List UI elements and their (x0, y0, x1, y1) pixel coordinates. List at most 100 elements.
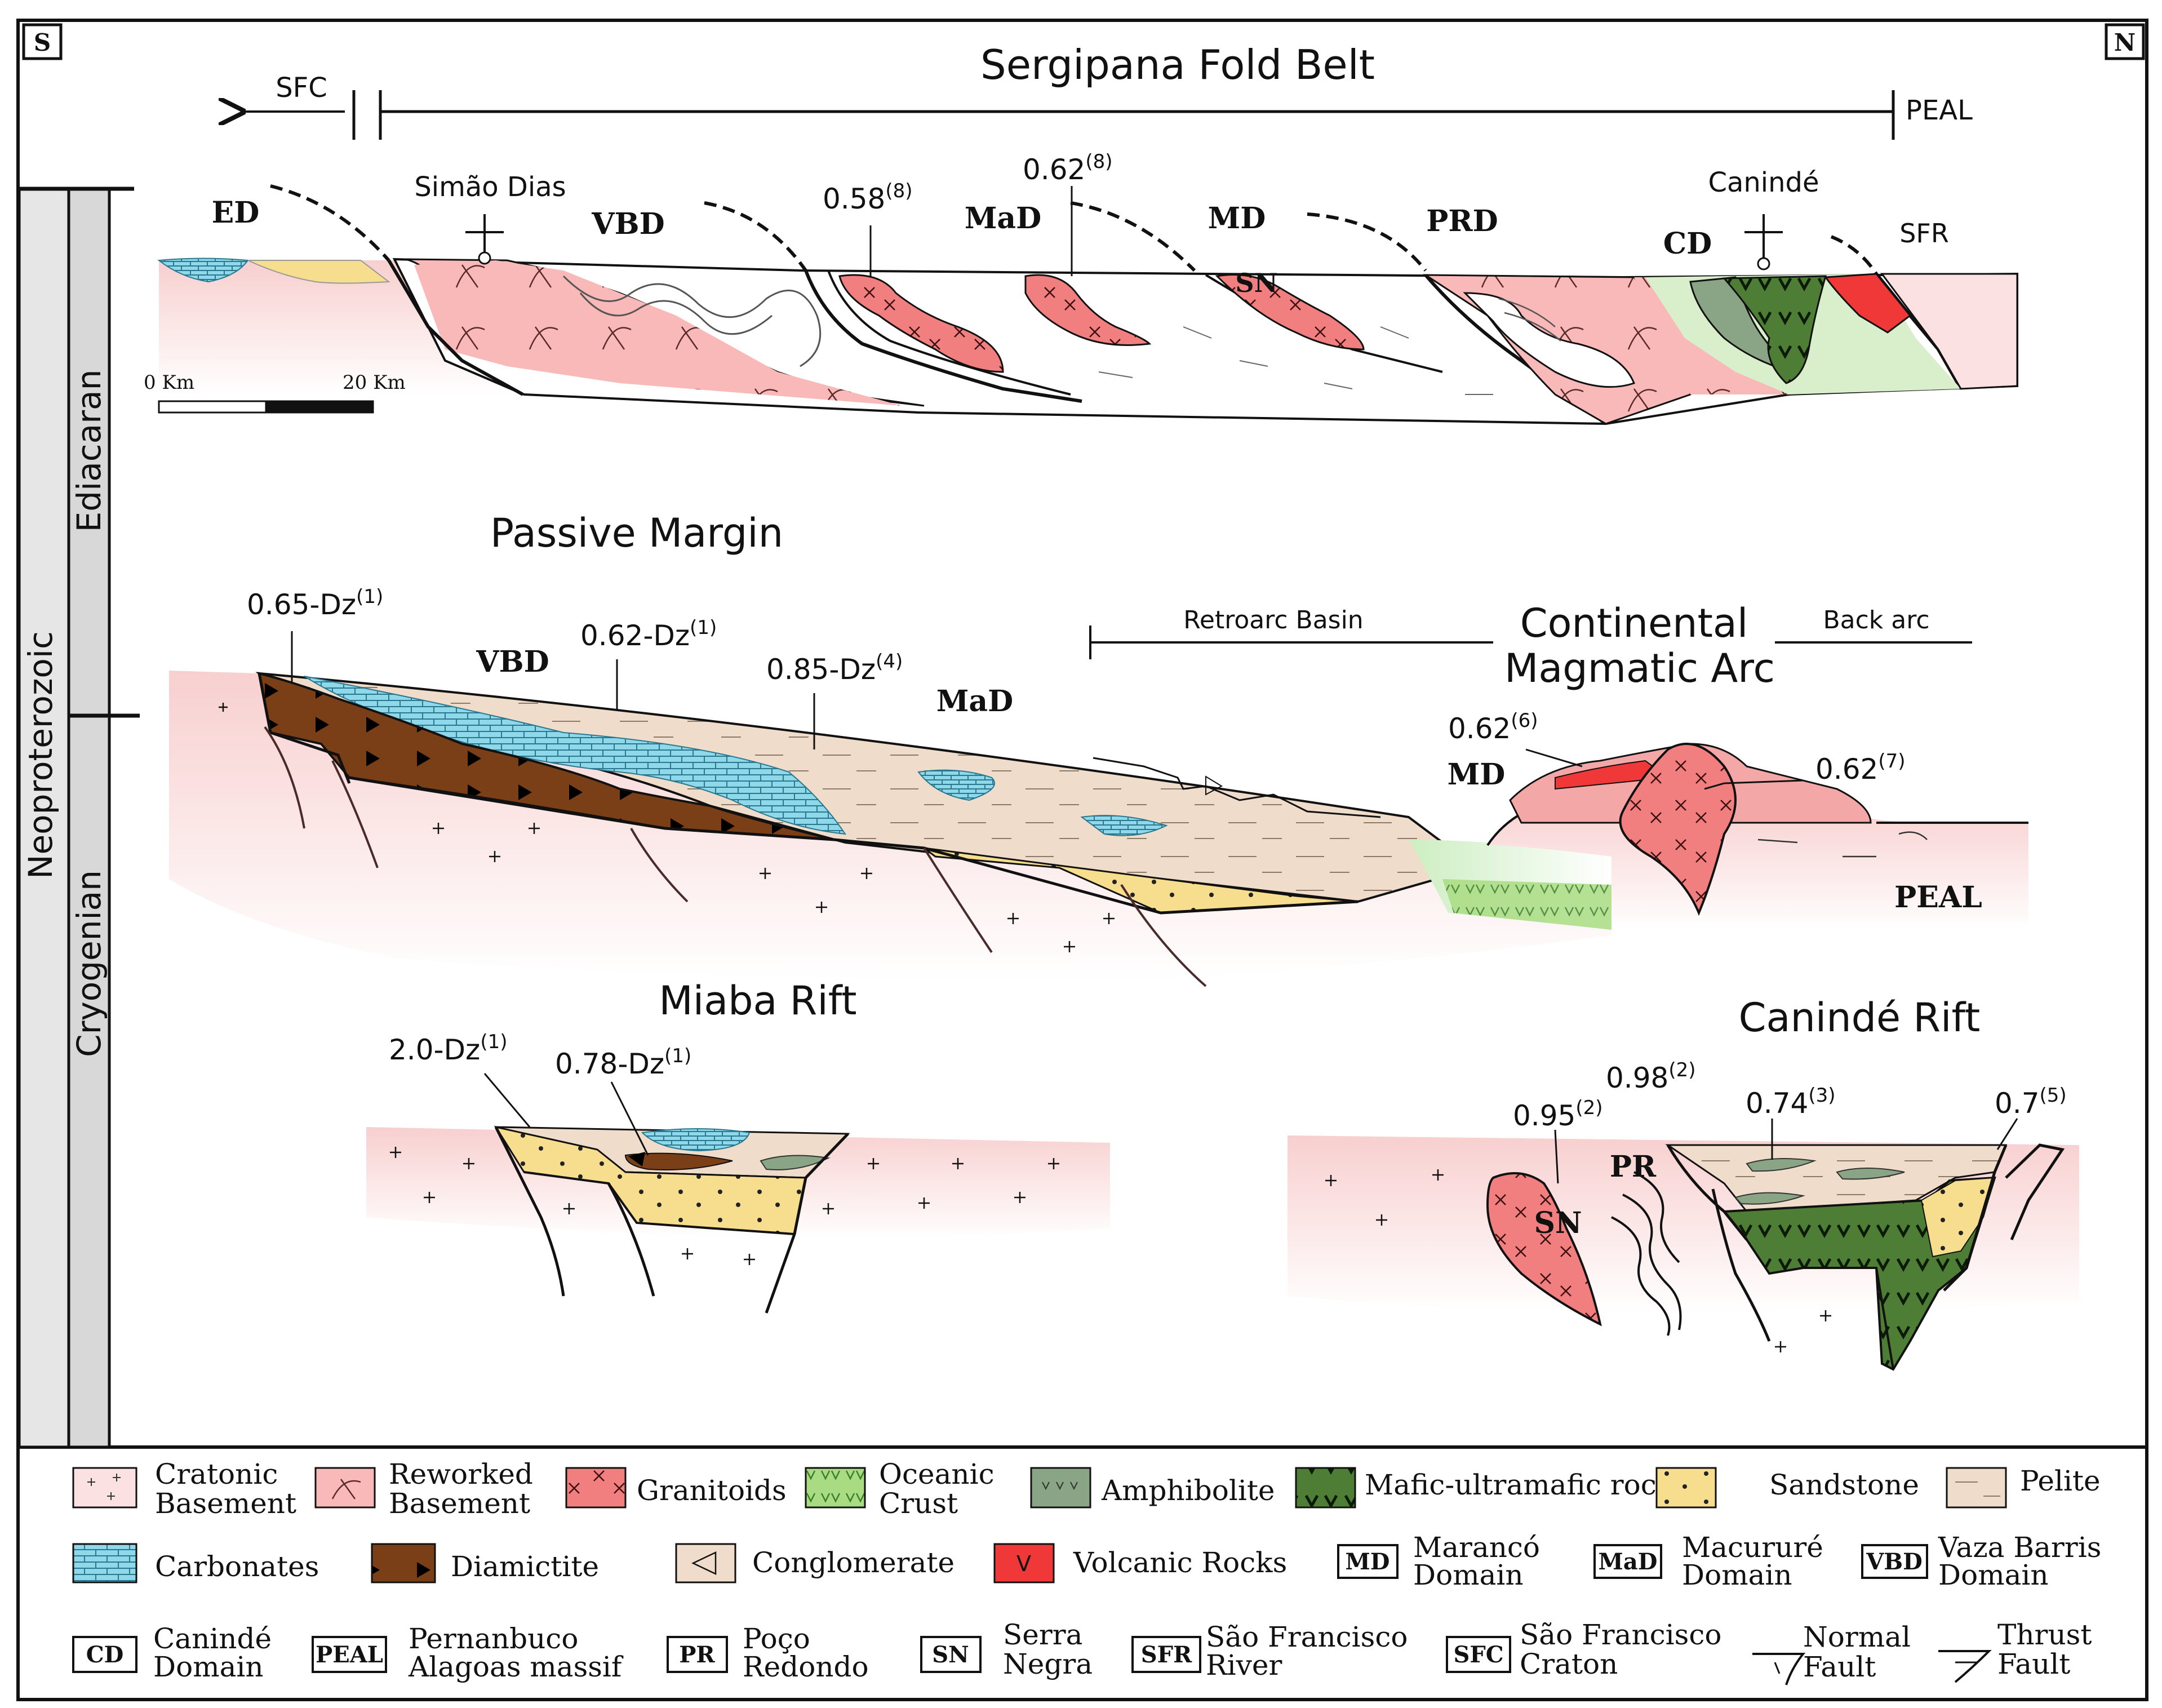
svg-text:Normal: Normal (1803, 1621, 1911, 1653)
scale-bar: 0 Km 20 Km (144, 371, 406, 414)
svg-text:Conglomerate: Conglomerate (752, 1546, 955, 1579)
md-label-top: MD (1208, 201, 1266, 236)
arc-title-1: Continental (1520, 600, 1748, 646)
legend-sfc: SFC São Francisco Craton (1446, 1618, 1721, 1680)
magmatic-arc-section: Retroarc Basin Continental Magmatic Arc … (1089, 600, 2028, 930)
svg-text:PEAL: PEAL (316, 1642, 383, 1668)
caninde-rift-title: Canindé Rift (1739, 995, 1981, 1041)
svg-text:Pernanbuco: Pernanbuco (409, 1622, 578, 1655)
fold-belt-title: Sergipana Fold Belt (980, 41, 1375, 88)
vbd-label-pm: VBD (476, 645, 549, 679)
legend-vbd: VBD Vaza Barris Domain (1861, 1531, 2101, 1591)
legend-carbonates: Carbonates (72, 1543, 319, 1583)
svg-text:São Francisco: São Francisco (1520, 1618, 1721, 1651)
timescale: Neoproterozoic Ediacaran Cryogenian (17, 187, 140, 1449)
svg-text:Diamictite: Diamictite (451, 1550, 599, 1583)
svg-text:20 Km: 20 Km (343, 371, 406, 394)
legend-thrust-fault: Thrust Fault (1938, 1618, 2092, 1683)
svg-text:Thrust: Thrust (1997, 1618, 2092, 1651)
svg-text:SFR: SFR (1141, 1642, 1192, 1668)
svg-text:N: N (2114, 29, 2136, 56)
legend-amphibolite: Amphibolite (1030, 1467, 1275, 1509)
miaba-title: Miaba Rift (659, 978, 856, 1024)
svg-text:CD: CD (86, 1642, 124, 1668)
md-label-arc: MD (1448, 757, 1506, 792)
mad-label-pm: MaD (936, 684, 1013, 718)
pr-label-rift: PR (1610, 1150, 1657, 1184)
svg-text:Canindé: Canindé (153, 1622, 272, 1655)
period-ediacaran: Ediacaran (70, 370, 108, 533)
ed-label: ED (212, 196, 260, 230)
legend-pelite: Pelite (1946, 1465, 2101, 1509)
svg-text:São Francisco: São Francisco (1206, 1621, 1408, 1653)
caninde-marker (1744, 214, 1783, 270)
age-062-arc-right: 0.62(7) (1815, 750, 1906, 786)
age-07: 0.7(5) (1995, 1084, 2067, 1120)
caninde-label: Canindé (1708, 167, 1819, 198)
age-062-dz: 0.62-Dz(1) (580, 616, 717, 652)
svg-text:MaD: MaD (1599, 1549, 1658, 1575)
svg-text:Sandstone: Sandstone (1769, 1469, 1919, 1501)
svg-text:Reworked: Reworked (389, 1458, 533, 1490)
svg-text:Redondo: Redondo (743, 1651, 869, 1683)
svg-text:Pelite: Pelite (2020, 1465, 2101, 1497)
legend: Cratonic Basement Reworked Basement Gran… (72, 1458, 2101, 1685)
svg-text:MD: MD (1346, 1549, 1390, 1575)
svg-text:Domain: Domain (1938, 1559, 2049, 1591)
svg-text:River: River (1206, 1649, 1282, 1682)
legend-granitoids: Granitoids (565, 1467, 787, 1509)
legend-conglomerate: Conglomerate (675, 1543, 955, 1583)
legend-sandstone: Sandstone (1655, 1467, 1919, 1509)
arc-title-2: Magmatic Arc (1504, 645, 1775, 691)
legend-sfr: SFR São Francisco River (1131, 1621, 1408, 1682)
age-078-dz: 0.78-Dz(1) (555, 1045, 691, 1080)
legend-sn: SN Serra Negra (920, 1618, 1093, 1680)
legend-diamictite: Diamictite (371, 1543, 599, 1583)
svg-text:Amphibolite: Amphibolite (1101, 1474, 1275, 1507)
fold-belt-section: Sergipana Fold Belt SFC PEAL (144, 41, 2018, 425)
svg-text:Granitoids: Granitoids (637, 1474, 787, 1507)
vbd-label-top: VBD (591, 207, 664, 241)
svg-text:Serra: Serra (1003, 1618, 1082, 1651)
age-062-arc-left: 0.62(6) (1448, 709, 1538, 745)
peal-label-arc: PEAL (1894, 880, 1982, 915)
cd-label-top: CD (1663, 227, 1712, 261)
svg-text:0 Km: 0 Km (144, 371, 194, 394)
peal-label-top: PEAL (1906, 95, 1973, 126)
legend-mad: MaD Macururé Domain (1593, 1531, 1823, 1591)
miaba-rift-section: Miaba Rift 2.0-Dz(1) 0.78-Dz(1) (366, 978, 1110, 1314)
age-065-dz: 0.65-Dz(1) (247, 585, 383, 621)
legend-volcanic: V Volcanic Rocks (993, 1543, 1287, 1583)
svg-text:Mafic-ultramafic rocks: Mafic-ultramafic rocks (1365, 1469, 1688, 1501)
basement-crosses-pm (219, 703, 1115, 952)
sn-label-rift: SN (1534, 1206, 1582, 1240)
legend-pr: PR Poço Redondo (667, 1622, 869, 1683)
sfr-label-top: SFR (1899, 218, 1949, 249)
svg-text:Cratonic: Cratonic (155, 1458, 278, 1490)
legend-peal: PEAL Pernanbuco Alagoas massif (312, 1622, 624, 1683)
legend-normal-fault: Normal Fault (1752, 1621, 1911, 1685)
prd-label: PRD (1426, 204, 1498, 238)
svg-text:Oceanic: Oceanic (879, 1458, 995, 1490)
svg-text:SFC: SFC (1453, 1642, 1503, 1668)
basement-crosses-caninde (1325, 1169, 1831, 1352)
svg-text:PR: PR (679, 1642, 715, 1668)
svg-text:Alagoas massif: Alagoas massif (408, 1651, 624, 1683)
simao-dias-label: Simão Dias (414, 171, 566, 203)
passive-margin-title: Passive Margin (490, 510, 783, 556)
svg-text:Poço: Poço (743, 1622, 810, 1655)
age-20-dz: 2.0-Dz(1) (389, 1031, 507, 1066)
age-095: 0.95(2) (1513, 1097, 1603, 1132)
svg-text:V: V (1016, 1551, 1031, 1576)
age-098: 0.98(2) (1606, 1059, 1696, 1094)
svg-text:Basement: Basement (155, 1487, 296, 1520)
svg-text:Fault: Fault (1803, 1651, 1876, 1683)
legend-reworked: Reworked Basement (314, 1458, 533, 1520)
svg-text:Domain: Domain (153, 1651, 264, 1683)
age-058: 0.58(8) (823, 180, 913, 215)
svg-text:VBD: VBD (1866, 1549, 1923, 1575)
svg-text:Negra: Negra (1003, 1648, 1093, 1680)
legend-oceanic: Oceanic Crust (805, 1458, 995, 1520)
back-arc-label: Back arc (1823, 606, 1929, 635)
